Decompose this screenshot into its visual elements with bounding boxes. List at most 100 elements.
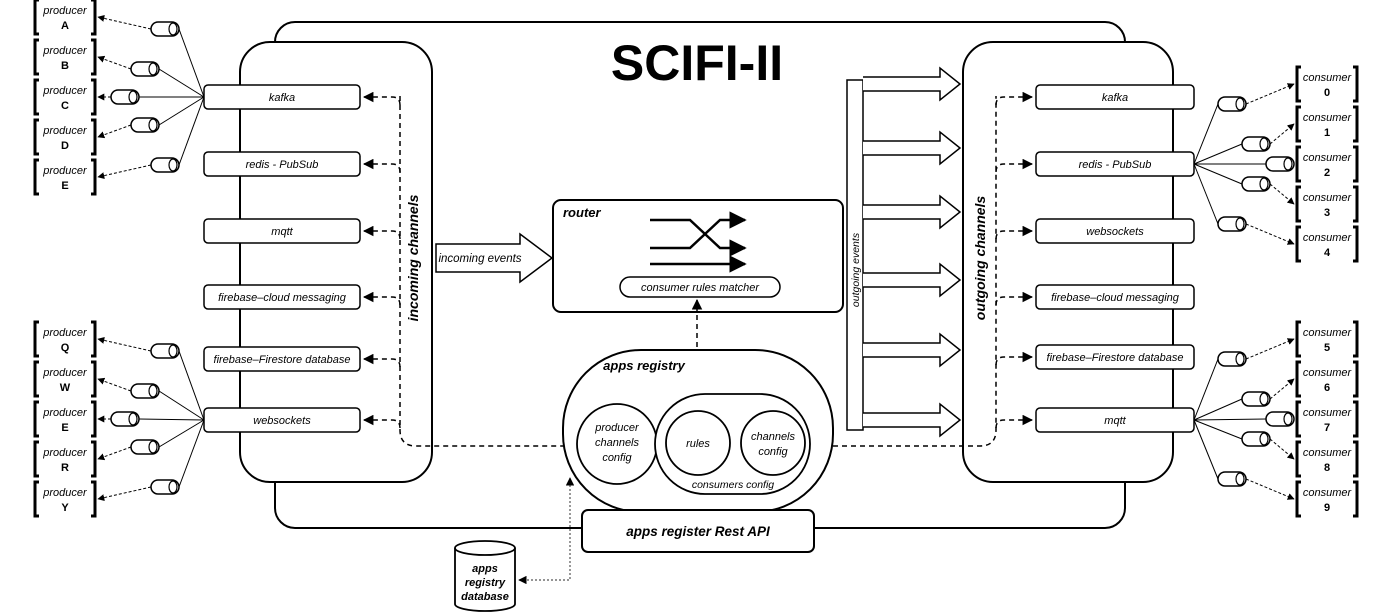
consumer-bracket-right xyxy=(1353,185,1359,223)
queue-icon xyxy=(130,117,160,133)
incoming-channel-label: firebase–Firestore database xyxy=(214,354,351,366)
consumer-id: 7 xyxy=(1324,422,1330,434)
consumer-bracket-left xyxy=(1295,105,1301,143)
producer-bracket-right xyxy=(91,360,97,398)
producer-id: Y xyxy=(61,502,69,514)
consumer-id: 5 xyxy=(1324,342,1330,354)
incoming-channel-box xyxy=(203,218,361,244)
outgoing-channel-label: mqtt xyxy=(1104,415,1126,427)
queue-icon xyxy=(130,383,160,399)
producer-word: producer xyxy=(42,407,88,419)
channels-config-circle xyxy=(740,410,806,476)
outgoing-bus-branch-arrow xyxy=(995,225,1034,240)
consumer-bracket-right xyxy=(1353,360,1359,398)
producer-bracket-left xyxy=(33,158,39,196)
consumer-link-line xyxy=(1193,418,1267,421)
consumer-link-arrow xyxy=(1245,478,1295,500)
producer-word: producer xyxy=(42,125,88,137)
consumer-link-line xyxy=(1193,419,1219,480)
consumer-bracket-left xyxy=(1295,185,1301,223)
queue-icon xyxy=(1241,431,1271,447)
outgoing-channel-label: websockets xyxy=(1086,226,1144,238)
router-icon xyxy=(650,211,747,273)
consumer-link-arrow xyxy=(1245,223,1295,245)
rules-label: rules xyxy=(686,438,710,450)
consumer-link-arrow xyxy=(1269,438,1295,460)
queue-icon xyxy=(150,479,180,495)
producer-bracket-left xyxy=(33,38,39,76)
consumer-id: 8 xyxy=(1324,462,1330,474)
producer-bracket-right xyxy=(91,440,97,478)
outgoing-bus-branch-arrow xyxy=(995,158,1034,173)
database-line-2: registry xyxy=(465,577,506,589)
consumer-word: consumer xyxy=(1303,327,1353,339)
producer-bracket-left xyxy=(33,400,39,438)
outgoing-events-label: outgoing events xyxy=(850,232,862,307)
outgoing-event-arrow xyxy=(863,130,962,166)
consumer-id: 2 xyxy=(1324,167,1330,179)
producer-bracket-right xyxy=(91,118,97,156)
queue-icon xyxy=(1217,471,1247,487)
consumer-word: consumer xyxy=(1303,232,1353,244)
outgoing-channel-label: redis - PubSub xyxy=(1079,159,1152,171)
producer-id: D xyxy=(61,140,69,152)
producer-id: Q xyxy=(61,342,70,354)
producer-bracket-right xyxy=(91,38,97,76)
database-line-1: apps xyxy=(472,563,498,575)
consumer-bracket-right xyxy=(1353,225,1359,263)
consumer-bracket-left xyxy=(1295,320,1301,358)
queue-icon xyxy=(1241,136,1271,152)
producer-link-arrow xyxy=(97,486,152,502)
database-link-arrow xyxy=(518,477,575,585)
queue-icon xyxy=(130,61,160,77)
consumer-bracket-right xyxy=(1353,320,1359,358)
outgoing-event-arrow xyxy=(863,402,962,438)
producer-link-arrow xyxy=(97,446,132,461)
consumer-id: 9 xyxy=(1324,502,1330,514)
outgoing-events-bar xyxy=(846,79,864,431)
producer-word: producer xyxy=(42,85,88,97)
consumer-link-arrow xyxy=(1269,123,1295,145)
producer-word: producer xyxy=(42,5,88,17)
consumer-bracket-left xyxy=(1295,400,1301,438)
consumer-bracket-right xyxy=(1353,480,1359,518)
producer-word: producer xyxy=(42,165,88,177)
producer-bracket-right xyxy=(91,158,97,196)
incoming-channel-box xyxy=(203,151,361,177)
incoming-channel-label: firebase–cloud messaging xyxy=(218,292,347,304)
producer-id: E xyxy=(61,422,68,434)
channels-config-line-1: channels xyxy=(751,431,796,443)
outgoing-bus-branch-arrow xyxy=(995,291,1034,306)
producer-config-line-1: producer xyxy=(594,422,640,434)
producer-link-line xyxy=(158,419,205,448)
incoming-channel-label: mqtt xyxy=(271,226,293,238)
outgoing-bus-branch-arrow xyxy=(995,351,1034,366)
consumer-rules-matcher-label: consumer rules matcher xyxy=(641,282,760,294)
consumer-link-arrow xyxy=(1245,338,1295,360)
queue-icon xyxy=(130,439,160,455)
rules-circle xyxy=(665,410,731,476)
rest-api-box xyxy=(581,509,815,553)
incoming-bus-branch-arrow xyxy=(362,225,401,240)
producer-link-line xyxy=(158,390,205,421)
producer-bracket-left xyxy=(33,118,39,156)
queue-icon xyxy=(1241,176,1271,192)
outgoing-channel-box xyxy=(1035,344,1195,370)
consumer-bracket-right xyxy=(1353,400,1359,438)
producer-word: producer xyxy=(42,447,88,459)
queue-icon xyxy=(1217,351,1247,367)
consumer-id: 0 xyxy=(1324,87,1330,99)
consumer-word: consumer xyxy=(1303,367,1353,379)
producer-link-line xyxy=(178,419,205,488)
producer-link-arrow xyxy=(97,377,132,392)
outgoing-bus-branch-arrow xyxy=(995,91,1034,106)
queue-icon xyxy=(110,411,140,427)
consumer-bracket-right xyxy=(1353,105,1359,143)
producer-id: B xyxy=(61,60,69,72)
producer-bracket-left xyxy=(33,78,39,116)
